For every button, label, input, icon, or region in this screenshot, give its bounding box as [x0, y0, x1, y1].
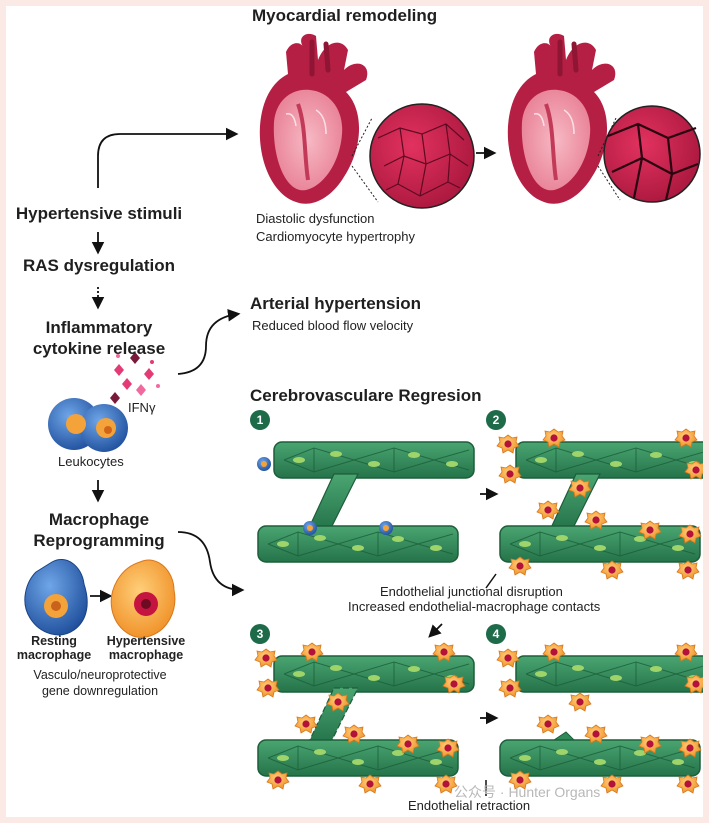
- vessel-panel-1: [257, 441, 475, 563]
- panel-number-3: 3: [250, 624, 270, 644]
- note-endothelial-retraction: Endothelial retraction: [408, 798, 531, 813]
- step-macrophage: Macrophage: [48, 510, 150, 529]
- arrow-to-panel3: [428, 623, 443, 638]
- vessel-panel-3: [254, 642, 475, 794]
- note-macrophage-contacts: Increased endothelial-macrophage contact…: [348, 599, 601, 614]
- panel-number-2: 2: [486, 410, 506, 430]
- resting-macrophage-illustration: [24, 559, 88, 636]
- arrow-to-cerebro: [177, 531, 245, 597]
- cytokine-particles: [110, 352, 160, 404]
- step-reprogramming: Reprogramming: [33, 531, 165, 550]
- cerebrovascular-panels: [254, 428, 703, 794]
- hypertensive-macrophage-illustration: [110, 559, 176, 638]
- myocardial-line1: Diastolic dysfunction: [256, 211, 375, 226]
- heart-illustration-before: [260, 34, 475, 209]
- hypertensive-label-b: macrophage: [108, 648, 184, 662]
- step-inflammatory: Inflammatory: [45, 318, 153, 337]
- illustration-layer: [24, 6, 703, 796]
- vessel-panel-4: [496, 642, 703, 794]
- pointer-note1: [485, 573, 497, 589]
- arrow-to-arterial: [177, 309, 241, 375]
- heart-illustration-after: [508, 34, 701, 204]
- leukocytes-label: Leukocytes: [58, 454, 124, 469]
- myocardial-line2: Cardiomyocyte hypertrophy: [256, 229, 415, 244]
- panel-number-1: 1: [250, 410, 270, 430]
- vessel-panel-2: [496, 428, 703, 580]
- panel-number-4: 4: [486, 624, 506, 644]
- leukocytes-illustration: [48, 398, 128, 452]
- resting-label-b: macrophage: [16, 648, 92, 662]
- cerebro-title: Cerebrovasculare Regresion: [250, 386, 482, 405]
- step-hypertensive-stimuli: Hypertensive stimuli: [15, 204, 183, 223]
- arterial-title: Arterial hypertension: [250, 294, 421, 313]
- step-ras-dysregulation: RAS dysregulation: [22, 256, 176, 275]
- arrow-to-myocardial: [97, 127, 239, 188]
- myocardial-title: Myocardial remodeling: [252, 6, 438, 25]
- watermark: 公众号 · Hunter Organs: [454, 784, 601, 800]
- gene-label-a: Vasculo/neuroprotective: [33, 668, 167, 682]
- step-cytokine-release: cytokine release: [32, 339, 166, 358]
- gene-label-b: gene downregulation: [41, 684, 159, 698]
- resting-label-a: Resting: [31, 634, 77, 648]
- note-junctional-disruption: Endothelial junctional disruption: [380, 584, 563, 599]
- hypertensive-label-a: Hypertensive: [106, 634, 186, 648]
- ifn-label: IFNγ: [128, 400, 156, 415]
- arterial-subtitle: Reduced blood flow velocity: [252, 318, 414, 333]
